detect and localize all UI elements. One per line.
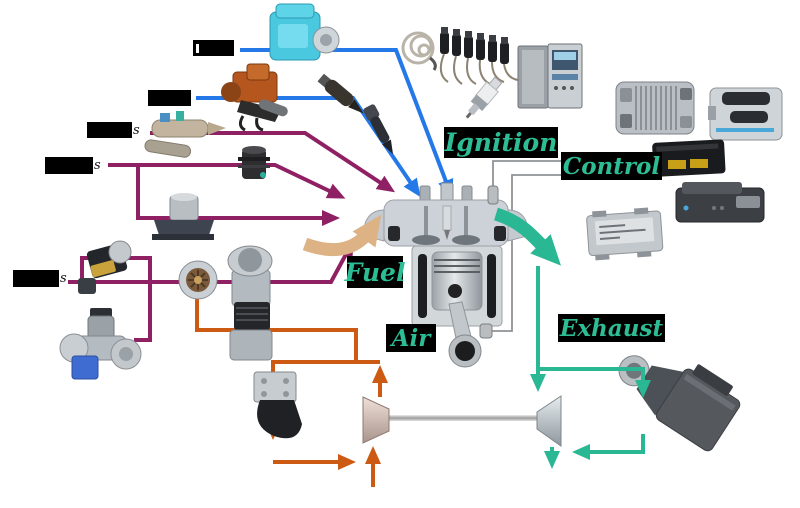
sensor-lower-icon (479, 323, 493, 339)
ecu-black-icon (652, 139, 726, 177)
redacted-label-5: s (13, 270, 67, 287)
fuel-line-4 (68, 239, 354, 284)
ignition-lines (196, 48, 454, 198)
fuel-line-3 (136, 165, 340, 226)
control-label: Control (561, 152, 662, 180)
exhaust-swoosh-arrow (493, 207, 561, 266)
gas-regulator-icon (78, 240, 132, 294)
fuel-lines (68, 131, 396, 342)
air-cleaner-icon (253, 371, 302, 439)
blower-icon (178, 260, 218, 300)
fuel-label: Fuel (344, 256, 406, 288)
ecu-finned-icon (615, 81, 695, 135)
pressure-regulator-icon (238, 146, 270, 179)
redacted-label-3: s (87, 122, 140, 139)
air-label: Air (386, 324, 436, 352)
ecu-silver-icon (708, 87, 783, 141)
ecu-rugged-icon (675, 182, 765, 223)
redaction-artifact (196, 44, 199, 53)
sensor-upper-icon (487, 185, 499, 205)
compressor-icon (362, 396, 390, 444)
exhaust-line-right (538, 367, 651, 398)
ignition-label: Ignition (444, 127, 558, 158)
gear-pump-icon (152, 193, 214, 240)
exhaust-aftertreatment-icon (618, 355, 741, 452)
engine-cylinder-icon (363, 182, 529, 368)
air-line-1 (195, 297, 358, 362)
shutoff-valve-icon (59, 308, 142, 380)
coolant-pump-icon (269, 3, 340, 61)
ignition-coil-rail-icon (439, 27, 519, 85)
fuel-pump-icon (221, 63, 288, 132)
exhaust-label: Exhaust (558, 314, 665, 342)
fuel-line-2 (108, 163, 346, 199)
ecu-gray-icon (586, 207, 664, 261)
exhaust-line-return (572, 434, 645, 460)
turbine-icon (536, 395, 562, 447)
fuel-swoosh-arrow (302, 214, 382, 257)
spark-plug-icon (465, 76, 503, 119)
redacted-label-2 (148, 90, 192, 106)
throttle-body-icon (227, 245, 273, 361)
redacted-label-4: s (45, 157, 101, 174)
injector-assembly-icon (144, 111, 226, 158)
fuel-line-valve-branch (80, 256, 152, 342)
redacted-label-1 (193, 40, 235, 56)
injector-nozzle-icon (317, 73, 364, 114)
fuel-injector-icon (363, 104, 394, 155)
exhaust-lines (530, 266, 651, 469)
turbo-shaft-icon (388, 415, 538, 421)
control-cabinet-icon (517, 43, 583, 109)
coil-wire-icon (401, 31, 437, 71)
